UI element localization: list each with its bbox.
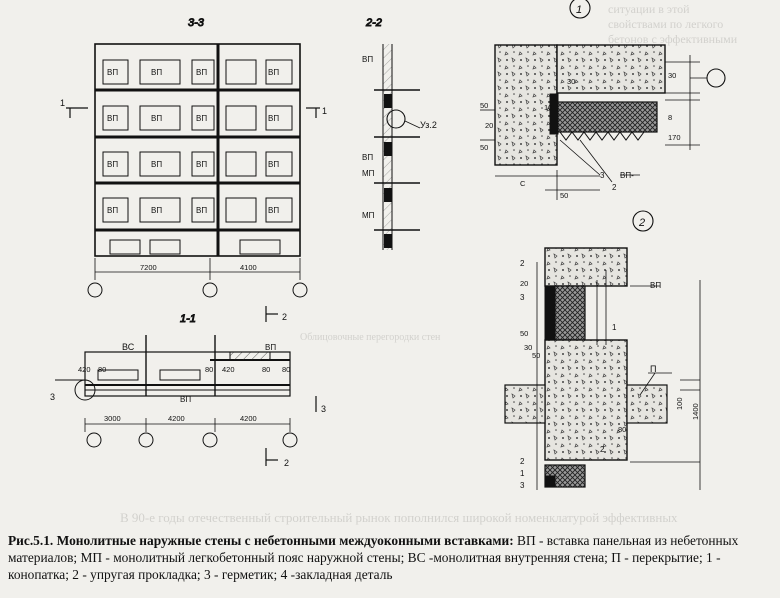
vp-label-10: ВП <box>151 160 162 169</box>
dim-420-b: 420 <box>222 365 235 374</box>
vp-label-1: ВП <box>107 68 118 77</box>
vp-label-plan-2: ВП <box>265 343 276 352</box>
node1-dim-50-c: 50 <box>560 191 568 200</box>
vp-label-15: ВП <box>196 206 207 215</box>
dim-80-c: 80 <box>262 365 270 374</box>
caption-body: ВП - вставка панельная из небетонных мат… <box>8 533 739 582</box>
ghost-text-1: ситуации в этой <box>608 2 690 16</box>
dim-4100: 4100 <box>240 263 257 272</box>
vp-label-22-a: ВП <box>362 55 373 64</box>
figure-caption: Рис.5.1. Монолитные наружные стены с неб… <box>8 532 774 583</box>
vp-label-8: ВП <box>268 114 279 123</box>
node2-dim-50-b: 50 <box>532 351 540 360</box>
vp-label-11: ВП <box>196 160 207 169</box>
node1-dim-30-b: 30 <box>668 71 676 80</box>
plan-mark-3-arrow: 3 <box>321 404 326 414</box>
node-2-detail: 2 2 3 20 50 30 50 <box>504 210 701 490</box>
dim-80-b: 80 <box>205 365 213 374</box>
vp-label-6: ВП <box>151 114 162 123</box>
section-3-3-title: 3-3 <box>188 17 205 29</box>
node-1-detail: 1 50 50 30 20 <box>480 0 726 200</box>
dim-80-a: 80 <box>98 365 106 374</box>
ghost-text-4: В 90-е годы отечественный строительный р… <box>120 510 678 525</box>
vp-label-2: ВП <box>151 68 162 77</box>
node2-label-2-top: 2 <box>520 259 525 268</box>
plan-mark-3: 3 <box>50 392 55 402</box>
vp-label-22-b: ВП <box>362 153 373 162</box>
node1-label-3: 3 <box>600 171 605 180</box>
node1-label-vp: ВП- <box>620 171 634 180</box>
node2-label-1: 1 <box>520 469 525 478</box>
node2-label-3-bottom: 3 <box>520 481 525 490</box>
vp-label-16: ВП <box>268 206 279 215</box>
vp-label-13: ВП <box>107 206 118 215</box>
ghost-text-5: Облицовочные перегородки стен <box>300 332 441 343</box>
mp-label-a: МП <box>362 169 375 178</box>
node2-label-2-right: 2 <box>600 445 605 454</box>
node2-label-3-top: 3 <box>520 293 525 302</box>
caption-title: Монолитные наружные стены с небетонными … <box>56 533 514 548</box>
vp-label-3: ВП <box>196 68 207 77</box>
vs-label: ВС <box>122 342 135 352</box>
node-label-uz2: Уз.2 <box>420 120 437 130</box>
vp-label-9: ВП <box>107 160 118 169</box>
node1-dim-c: C <box>520 179 526 188</box>
vp-label-5: ВП <box>107 114 118 123</box>
dim-80-d: 80 <box>282 365 290 374</box>
dim-7200: 7200 <box>140 263 157 272</box>
node1-dim-10: 10 <box>544 103 552 112</box>
vp-label-7: ВП <box>196 114 207 123</box>
section-mark-2-top: 2 <box>282 312 287 322</box>
ghost-text-3: бетонов с эффективными <box>608 32 738 46</box>
ghost-text-2: свойствами по легкого <box>608 17 724 31</box>
node1-dim-8: 8 <box>668 113 672 122</box>
section-2-2-title: 2-2 <box>365 17 382 29</box>
node2-dim-50: 50 <box>520 329 528 338</box>
dim-3000: 3000 <box>104 414 121 423</box>
node2-label-2-bottom: 2 <box>520 457 525 466</box>
node2-dim-1400: 1400 <box>691 403 700 420</box>
vp-label-plan: ВП <box>180 395 191 404</box>
dim-4200-b: 4200 <box>240 414 257 423</box>
section-1-1-title: 1-1 <box>180 313 196 325</box>
node1-dim-170: 170 <box>668 133 681 142</box>
dim-4200-a: 4200 <box>168 414 185 423</box>
section-mark-2-bottom: 2 <box>284 458 289 468</box>
technical-drawing: 3-3 В <box>50 0 726 490</box>
section-mark-1-left: 1 <box>60 98 65 108</box>
node1-dim-20: 20 <box>485 121 493 130</box>
node2-label-p: П <box>650 364 656 374</box>
node2-dim-80: 80 <box>618 425 626 434</box>
node2-label-vp: ВП <box>650 281 661 290</box>
node-1-number: 1 <box>576 4 582 16</box>
mp-label-b: МП <box>362 211 375 220</box>
node-2-number: 2 <box>638 217 645 229</box>
section-mark-1-right: 1 <box>322 106 327 116</box>
node2-dim-100: 100 <box>675 397 684 410</box>
node1-label-2: 2 <box>612 183 617 192</box>
node1-dim-30: 30 <box>567 77 575 86</box>
section-2-2: 2-2 Уз.2 ВП ВП МП МП <box>362 17 437 250</box>
elevation-3-3: 3-3 В <box>60 17 327 298</box>
vp-label-4: ВП <box>268 68 279 77</box>
node2-dim-30: 30 <box>524 343 532 352</box>
caption-figure-number: Рис.5.1. <box>8 533 54 548</box>
dim-420-a: 420 <box>78 365 91 374</box>
node2-label-1-mid: 1 <box>612 323 617 332</box>
plan-1-1: 1-1 2 2 3 ВС ВП ВП 420 80 80 <box>50 306 326 468</box>
vp-label-12: ВП <box>268 160 279 169</box>
node2-dim-20: 20 <box>520 279 528 288</box>
vp-label-14: ВП <box>151 206 162 215</box>
node1-dim-50-b: 50 <box>480 143 488 152</box>
node1-dim-50-a: 50 <box>480 101 488 110</box>
